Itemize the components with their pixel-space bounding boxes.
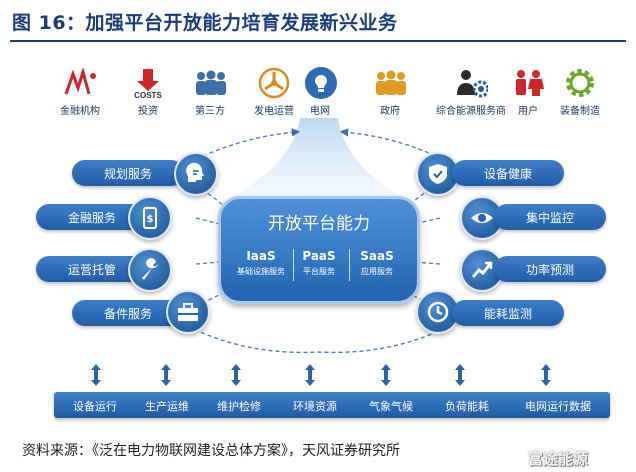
bidirectional-arrow-icon — [455, 364, 465, 386]
title-divider — [10, 40, 626, 42]
platform-divider — [349, 249, 350, 281]
bottom-item: 生产运维 — [145, 400, 189, 413]
stakeholder-energy-service: 综合能源服务商 — [430, 66, 512, 117]
invest-arrow-icon: COSTS — [131, 66, 165, 100]
source-note: 资料来源：《泛在电力物联网建设总体方案》，天风证券研究所 — [22, 443, 400, 459]
platform-title: 开放平台能力 — [268, 214, 370, 234]
stakeholder-power-generation: 发电运营 — [242, 66, 306, 117]
bidirectional-arrow-icon — [91, 364, 101, 386]
bidirectional-arrow-icon — [541, 364, 551, 386]
figure-title: 图 16：加强平台开放能力培育发展新兴业务 — [12, 12, 398, 34]
energy-service-gear-icon — [454, 66, 488, 100]
manufacturing-gear-icon — [563, 66, 597, 100]
service-spare-parts[interactable]: 备件服务 — [72, 300, 184, 326]
service-equipment-health[interactable]: 设备健康 — [452, 160, 564, 186]
bottom-item: 环境资源 — [293, 400, 337, 413]
platform-divider — [293, 249, 294, 281]
bidirectional-arrow-icon — [305, 364, 315, 386]
bottom-item: 电网运行数据 — [525, 400, 591, 413]
platform-paas: PaaS 平台服务 — [302, 249, 336, 276]
users-icon — [511, 66, 545, 100]
finance-logo-icon — [63, 66, 97, 100]
service-planning[interactable]: 规划服务 — [72, 160, 184, 186]
bidirectional-arrow-icon — [231, 364, 241, 386]
stakeholder-invest: COSTS 投资 — [116, 66, 180, 117]
service-energy-monitoring[interactable]: 能耗监测 — [452, 300, 564, 326]
bottom-item: 维护检修 — [217, 400, 261, 413]
tools-wrench-icon — [128, 248, 172, 292]
finance-phone-icon: $ — [128, 196, 172, 240]
stakeholder-manufacturing: 装备制造 — [548, 66, 612, 117]
stakeholder-grid: 电网 — [288, 66, 352, 117]
grid-lightbulb-icon — [303, 66, 337, 100]
bidirectional-arrow-icon — [161, 364, 171, 386]
open-platform-panel: 开放平台能力 IaaS 基础设施服务 PaaS 平台服务 SaaS 应用服务 — [218, 196, 420, 304]
stakeholder-government: 政府 — [358, 66, 422, 117]
platform-iaas: IaaS 基础设施服务 — [237, 249, 285, 276]
bottom-item: 气象气候 — [369, 400, 413, 413]
power-generation-icon — [257, 66, 291, 100]
grid-to-platform-cone — [214, 118, 418, 205]
bottom-item: 负荷能耗 — [445, 400, 489, 413]
watermark-text: 富途能源 — [528, 450, 589, 468]
stakeholder-third-party: 第三方 — [178, 66, 242, 117]
svg-text:COSTS: COSTS — [134, 91, 162, 99]
government-people-icon — [373, 66, 407, 100]
planning-head-icon — [174, 152, 218, 196]
bidirectional-arrow-icon — [381, 364, 391, 386]
data-source-bar: 设备运行 生产运维 维护检修 环境资源 气象气候 负荷能耗 电网运行数据 — [54, 392, 610, 418]
platform-saas: SaaS 应用服务 — [360, 249, 394, 276]
stakeholder-users: 用户 — [496, 66, 560, 117]
service-power-forecast[interactable]: 功率预测 — [494, 256, 606, 282]
service-central-monitoring[interactable]: 集中监控 — [494, 204, 606, 230]
bottom-item: 设备运行 — [73, 400, 117, 413]
people-group-icon — [193, 66, 227, 100]
stakeholder-finance: 金融机构 — [48, 66, 112, 117]
toolbox-icon — [166, 290, 210, 334]
svg-text:$: $ — [147, 214, 154, 225]
